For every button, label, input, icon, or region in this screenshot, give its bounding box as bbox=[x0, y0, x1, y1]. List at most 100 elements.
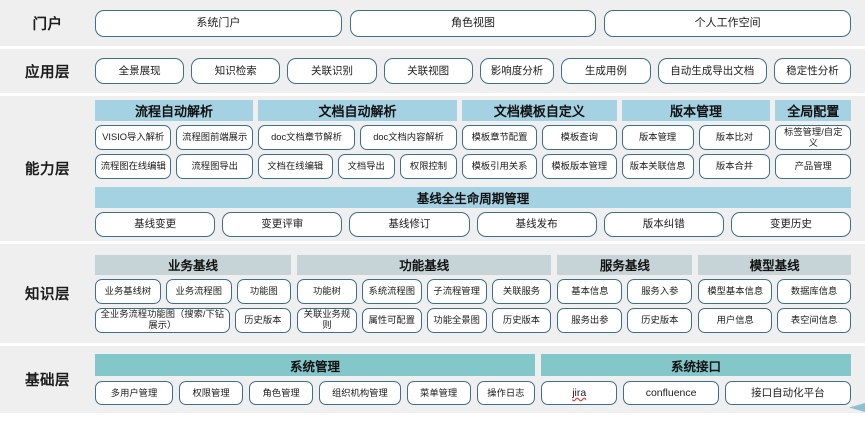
cap-item-version-relation-info[interactable]: 版本关联信息 bbox=[621, 154, 694, 179]
capability-group-header: 版本管理 bbox=[621, 100, 771, 121]
know-item-history-version[interactable]: 历史版本 bbox=[491, 307, 552, 333]
base-item-operation-log[interactable]: 操作日志 bbox=[476, 381, 536, 405]
cap-item-tag-mgmt-custom[interactable]: 标签管理/自定义 bbox=[775, 125, 851, 150]
know-item-model-basic-info[interactable]: 模型基本信息 bbox=[698, 278, 773, 304]
know-item-attribute-configurable[interactable]: 属性可配置 bbox=[361, 307, 422, 333]
capability-group-header: 流程自动解析 bbox=[95, 100, 253, 121]
know-item-function-tree[interactable]: 功能树 bbox=[296, 278, 357, 304]
base-item-role-mgmt[interactable]: 角色管理 bbox=[249, 381, 314, 405]
lifecycle-item-change-review[interactable]: 变更评审 bbox=[222, 212, 343, 237]
capability-group-process-parse: 流程自动解析 VISIO导入解析 流程图前端展示 流程图在线编辑 流程图导出 bbox=[95, 100, 253, 179]
capability-groups: 流程自动解析 VISIO导入解析 流程图前端展示 流程图在线编辑 流程图导出 文… bbox=[95, 100, 851, 179]
know-item-business-baseline-tree[interactable]: 业务基线树 bbox=[95, 278, 161, 304]
cap-item-template-chapter-config[interactable]: 模板章节配置 bbox=[462, 125, 537, 150]
base-item-jira[interactable]: jira bbox=[541, 381, 618, 405]
capability-group-row: 版本关联信息 版本合并 bbox=[621, 154, 771, 179]
portal-item-role-view[interactable]: 角色视图 bbox=[349, 9, 597, 37]
portal-item-system-portal[interactable]: 系统门户 bbox=[95, 9, 342, 37]
know-item-history-version[interactable]: 历史版本 bbox=[234, 307, 291, 333]
cap-item-template-reference[interactable]: 模板引用关系 bbox=[462, 154, 537, 179]
capability-group-row: 版本管理 版本比对 bbox=[621, 125, 771, 150]
cap-item-template-version-mgmt[interactable]: 模板版本管理 bbox=[541, 154, 617, 179]
know-item-full-business-flow-function-chart[interactable]: 全业务流程功能图（搜索/下钻展示） bbox=[95, 307, 230, 333]
base-item-confluence[interactable]: confluence bbox=[623, 381, 719, 405]
know-item-history-version[interactable]: 历史版本 bbox=[627, 307, 693, 333]
app-item-auto-export-doc[interactable]: 自动生成导出文档 bbox=[657, 58, 767, 84]
capability-group-row: 标签管理/自定义 bbox=[775, 125, 851, 150]
portal-item-personal-space[interactable]: 个人工作空间 bbox=[604, 9, 852, 37]
app-item-panorama[interactable]: 全景展现 bbox=[95, 58, 185, 84]
cap-item-version-compare[interactable]: 版本比对 bbox=[698, 125, 771, 150]
know-item-database-info[interactable]: 数据库信息 bbox=[777, 278, 851, 304]
knowledge-group-row: 全业务流程功能图（搜索/下钻展示） 历史版本 bbox=[95, 307, 291, 333]
app-item-stability-analysis[interactable]: 稳定性分析 bbox=[774, 58, 852, 84]
cap-item-visio-import[interactable]: VISIO导入解析 bbox=[95, 125, 172, 150]
cap-item-flow-online-edit[interactable]: 流程图在线编辑 bbox=[95, 154, 172, 179]
layer-label-knowledge: 知识层 bbox=[25, 287, 70, 303]
knowledge-group-header: 模型基线 bbox=[698, 254, 851, 275]
app-item-impact-analysis[interactable]: 影响度分析 bbox=[479, 58, 555, 84]
cap-item-flow-frontend-display[interactable]: 流程图前端展示 bbox=[176, 125, 253, 150]
layer-label-portal: 门户 bbox=[32, 16, 63, 33]
cap-item-permission-control[interactable]: 权限控制 bbox=[399, 154, 458, 179]
lifecycle-item-change-history[interactable]: 变更历史 bbox=[730, 212, 852, 237]
cap-item-flow-export[interactable]: 流程图导出 bbox=[176, 154, 253, 179]
knowledge-group-header: 业务基线 bbox=[95, 254, 291, 275]
cap-item-doc-export[interactable]: 文档导出 bbox=[337, 154, 395, 179]
base-item-multi-user-mgmt[interactable]: 多用户管理 bbox=[95, 381, 174, 405]
know-item-related-business-rule[interactable]: 关联业务规则 bbox=[296, 307, 357, 333]
know-item-function-panorama[interactable]: 功能全景图 bbox=[426, 307, 487, 333]
lifecycle-item-baseline-change[interactable]: 基线变更 bbox=[95, 212, 216, 237]
capability-group-row: 模板章节配置 模板查询 bbox=[462, 125, 617, 150]
base-item-menu-mgmt[interactable]: 菜单管理 bbox=[406, 381, 471, 405]
cap-item-doc-content-parse[interactable]: doc文档内容解析 bbox=[360, 125, 458, 150]
layer-base: 基础层 系统管理 多用户管理 权限管理 角色管理 组织机构管理 菜单管理 操作日… bbox=[0, 346, 865, 413]
base-group-system-management: 系统管理 多用户管理 权限管理 角色管理 组织机构管理 菜单管理 操作日志 bbox=[95, 354, 536, 405]
know-item-user-info[interactable]: 用户信息 bbox=[698, 307, 773, 333]
cap-item-doc-online-edit[interactable]: 文档在线编辑 bbox=[257, 154, 333, 179]
lifecycle-item-baseline-revise[interactable]: 基线修订 bbox=[349, 212, 470, 237]
application-items: 全景展现 知识检索 关联识别 关联视图 影响度分析 生成用例 自动生成导出文档 … bbox=[95, 58, 852, 84]
app-item-knowledge-search[interactable]: 知识检索 bbox=[191, 58, 281, 84]
know-item-business-flow-chart[interactable]: 业务流程图 bbox=[165, 278, 232, 304]
capability-body: 流程自动解析 VISIO导入解析 流程图前端展示 流程图在线编辑 流程图导出 文… bbox=[95, 100, 852, 237]
capability-lifecycle-block: 基线全生命周期管理 基线变更 变更评审 基线修订 基线发布 版本纠错 变更历史 bbox=[95, 187, 852, 237]
app-item-relation-recognition[interactable]: 关联识别 bbox=[287, 58, 377, 84]
capability-group-row: 产品管理 bbox=[775, 154, 851, 179]
capability-group-row: 流程图在线编辑 流程图导出 bbox=[95, 154, 253, 179]
know-item-tablespace-info[interactable]: 表空间信息 bbox=[777, 307, 851, 333]
know-item-service-input-param[interactable]: 服务入参 bbox=[627, 278, 693, 304]
base-item-org-structure-mgmt[interactable]: 组织机构管理 bbox=[319, 381, 401, 405]
know-item-function-chart[interactable]: 功能图 bbox=[236, 278, 291, 304]
knowledge-group-header: 功能基线 bbox=[296, 254, 552, 275]
base-item-interface-automation-platform[interactable]: 接口自动化平台 bbox=[724, 381, 851, 405]
lifecycle-item-version-correction[interactable]: 版本纠错 bbox=[603, 212, 724, 237]
knowledge-body: 业务基线 业务基线树 业务流程图 功能图 全业务流程功能图（搜索/下钻展示） 历… bbox=[95, 254, 851, 333]
layer-application: 应用层 全景展现 知识检索 关联识别 关联视图 影响度分析 生成用例 自动生成导… bbox=[0, 49, 865, 93]
layer-label-capability: 能力层 bbox=[25, 162, 70, 178]
layer-label-base: 基础层 bbox=[25, 373, 70, 389]
capability-group-header: 文档模板自定义 bbox=[462, 100, 617, 121]
edge-arrow-icon bbox=[849, 403, 865, 412]
cap-item-product-mgmt[interactable]: 产品管理 bbox=[775, 154, 851, 179]
base-item-permission-mgmt[interactable]: 权限管理 bbox=[179, 381, 244, 405]
know-item-related-service[interactable]: 关联服务 bbox=[491, 278, 552, 304]
layer-knowledge: 知识层 业务基线 业务基线树 业务流程图 功能图 全业务流程功能图（搜索/下钻展… bbox=[0, 244, 865, 343]
base-groups: 系统管理 多用户管理 权限管理 角色管理 组织机构管理 菜单管理 操作日志 系统… bbox=[95, 354, 851, 405]
lifecycle-item-baseline-release[interactable]: 基线发布 bbox=[476, 212, 597, 237]
capability-group-row: doc文档章节解析 doc文档内容解析 bbox=[257, 125, 458, 150]
app-item-generate-case[interactable]: 生成用例 bbox=[561, 58, 651, 84]
know-item-subprocess-mgmt[interactable]: 子流程管理 bbox=[426, 278, 487, 304]
capability-group-header: 文档自动解析 bbox=[257, 100, 458, 121]
knowledge-group-row: 关联业务规则 属性可配置 功能全景图 历史版本 bbox=[296, 307, 552, 333]
cap-item-doc-chapter-parse[interactable]: doc文档章节解析 bbox=[257, 125, 356, 150]
know-item-basic-info[interactable]: 基本信息 bbox=[557, 278, 623, 304]
lifecycle-items: 基线变更 变更评审 基线修订 基线发布 版本纠错 变更历史 bbox=[95, 212, 852, 237]
cap-item-version-mgmt[interactable]: 版本管理 bbox=[621, 125, 694, 150]
cap-item-template-query[interactable]: 模板查询 bbox=[541, 125, 617, 150]
know-item-system-flow-chart[interactable]: 系统流程图 bbox=[361, 278, 422, 304]
cap-item-version-merge[interactable]: 版本合并 bbox=[698, 154, 771, 179]
app-item-relation-view[interactable]: 关联视图 bbox=[383, 58, 473, 84]
capability-group-version-mgmt: 版本管理 版本管理 版本比对 版本关联信息 版本合并 bbox=[621, 100, 771, 179]
know-item-service-output-param[interactable]: 服务出参 bbox=[557, 307, 623, 333]
